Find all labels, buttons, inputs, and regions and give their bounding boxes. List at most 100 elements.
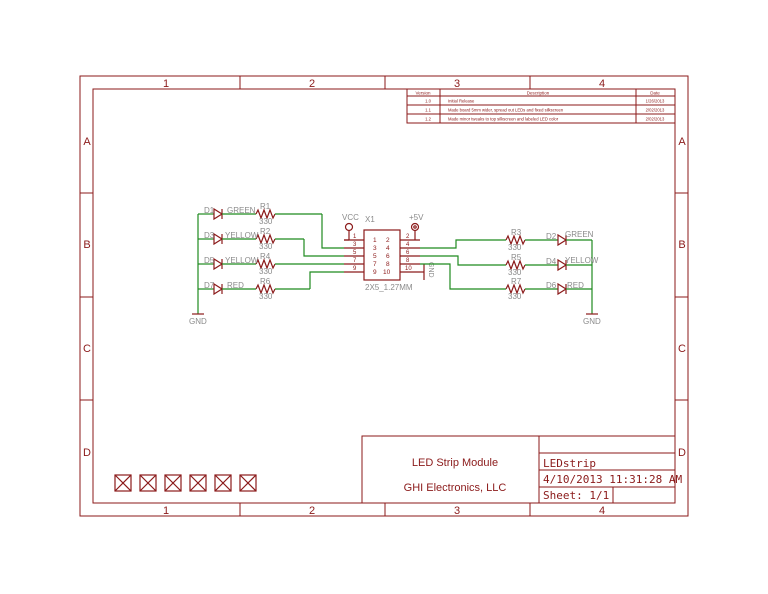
x1-pin-outer-2: 2 [406, 234, 410, 240]
right-led-1-color: GREEN [565, 230, 594, 239]
row-label-d-left: D [83, 447, 91, 459]
row-label-c-left: C [83, 343, 91, 355]
title-sheet: Sheet: 1/1 [543, 489, 609, 502]
fiducial-mark [239, 474, 257, 492]
left-led-1-color: GREEN [227, 206, 256, 215]
fiducial-mark [114, 474, 132, 492]
row-label-a-right: A [678, 136, 686, 148]
x1-ref: X1 [365, 215, 375, 224]
rev-header-date: Date [650, 91, 660, 96]
left-led-row-1 [198, 207, 322, 221]
col-label-4-bottom: 4 [599, 505, 605, 517]
x1-pin-inner-2: 2 [386, 237, 390, 244]
inner-frame [92, 88, 676, 504]
left-res-3-ref: R4 [260, 252, 271, 261]
left-res-4-value: 330 [259, 292, 273, 301]
x1-pin-inner-4: 4 [386, 245, 390, 252]
left-res-1-value: 330 [259, 217, 273, 226]
right-led-row-1 [505, 233, 592, 247]
fiducial-mark [164, 474, 182, 492]
left-led-row-3 [198, 257, 344, 271]
fiducial-marks [114, 474, 257, 492]
left-res-2-ref: R2 [260, 227, 271, 236]
rev-row-3-description: Made minor tweaks to top silkscreen and … [448, 117, 559, 122]
row-label-a-left: A [83, 136, 91, 148]
right-led-1-ref: D2 [546, 232, 557, 241]
x1-pin-outer-7: 7 [353, 258, 357, 264]
title-block: LED Strip Module GHI Electronics, LLC LE… [361, 435, 682, 504]
left-led-row-2 [198, 232, 304, 246]
rev-row-1-date: 1/26/2013 [646, 99, 665, 104]
col-label-2-bottom: 2 [309, 505, 315, 517]
row-label-b-left: B [83, 239, 90, 251]
right-led-row-3 [505, 282, 592, 296]
right-res-2-value: 330 [508, 268, 522, 277]
x1-pin-inner-7: 7 [373, 261, 377, 268]
right-res-1-ref: R3 [511, 228, 522, 237]
x1-package: 2X5_1.27MM [365, 283, 413, 292]
rev-row-2-version: 1.1 [425, 108, 431, 113]
left-res-4-ref: R6 [260, 277, 271, 286]
left-led-4-ref: D7 [204, 281, 215, 290]
x1-pin-inner-10: 10 [383, 269, 391, 276]
x1-pin-outer-6: 6 [406, 250, 410, 256]
right-led-bank: R3 330 D2 GREEN R5 330 D4 YELLOW R7 330 … [420, 228, 601, 326]
left-led-bank: D1 GREEN R1 330 D3 YELLOW R2 330 D5 YELL… [189, 202, 344, 326]
rev-row-3-version: 1.2 [425, 117, 431, 122]
left-led-4-color: RED [227, 281, 244, 290]
row-label-c-right: C [678, 343, 686, 355]
left-led-1-ref: D1 [204, 206, 215, 215]
x1-pin-outer-8: 8 [406, 258, 410, 264]
x1-pin-outer-5: 5 [353, 250, 357, 256]
left-led-2-color: YELLOW [225, 231, 259, 240]
left-res-2-value: 330 [259, 242, 273, 251]
fiducial-mark [139, 474, 157, 492]
title-file-name: LEDstrip [543, 457, 596, 470]
col-label-4-top: 4 [599, 78, 605, 90]
row-label-b-right: B [678, 239, 685, 251]
left-led-3-color: YELLOW [225, 256, 259, 265]
right-res-3-ref: R7 [511, 277, 522, 286]
left-led-row-4 [198, 282, 310, 296]
left-led-2-ref: D3 [204, 231, 215, 240]
rev-header-description: Description [527, 91, 550, 96]
x1-pin-outer-3: 3 [353, 242, 357, 248]
right-res-1-value: 330 [508, 243, 522, 252]
col-label-1-bottom: 1 [163, 505, 169, 517]
rev-row-1-description: Initial Release [448, 99, 475, 104]
gnd-label-connector: GND [427, 262, 434, 278]
fiducial-mark [214, 474, 232, 492]
x1-pin-outer-10: 10 [405, 266, 412, 272]
col-label-3-top: 3 [454, 78, 460, 90]
right-res-2-ref: R5 [511, 253, 522, 262]
x1-pin-outer-4: 4 [406, 242, 410, 248]
rev-row-3-date: 2/02/2013 [646, 117, 665, 122]
vcc-label: VCC [342, 213, 359, 222]
col-label-3-bottom: 3 [454, 505, 460, 517]
x1-pin-inner-9: 9 [373, 269, 377, 276]
right-res-3-value: 330 [508, 292, 522, 301]
col-label-2-top: 2 [309, 78, 315, 90]
rev-row-2-date: 2/02/2013 [646, 108, 665, 113]
title-timestamp: 4/10/2013 11:31:28 AM [543, 473, 682, 486]
x1-pin-inner-3: 3 [373, 245, 377, 252]
fiducial-mark [189, 474, 207, 492]
col-label-1-top: 1 [163, 78, 169, 90]
left-res-3-value: 330 [259, 267, 273, 276]
revision-table: Version Description Date 1.0 Initial Rel… [406, 88, 676, 124]
x1-pin-inner-5: 5 [373, 253, 377, 260]
gnd-label-left: GND [189, 317, 207, 326]
x1-pin-inner-8: 8 [386, 261, 390, 268]
plus5v-label: +5V [409, 213, 424, 222]
right-led-3-ref: D6 [546, 281, 557, 290]
title-company: GHI Electronics, LLC [404, 482, 507, 494]
rev-row-1-version: 1.0 [425, 99, 431, 104]
rev-row-2-description: Made board 5mm wider, spread out LEDs an… [448, 108, 564, 113]
x1-pin-outer-9: 9 [353, 266, 357, 272]
right-led-2-color: YELLOW [565, 256, 599, 265]
right-led-2-ref: D4 [546, 257, 557, 266]
x1-pin-inner-6: 6 [386, 253, 390, 260]
title-module-name: LED Strip Module [412, 457, 498, 469]
x1-pin-outer-1: 1 [353, 234, 357, 240]
